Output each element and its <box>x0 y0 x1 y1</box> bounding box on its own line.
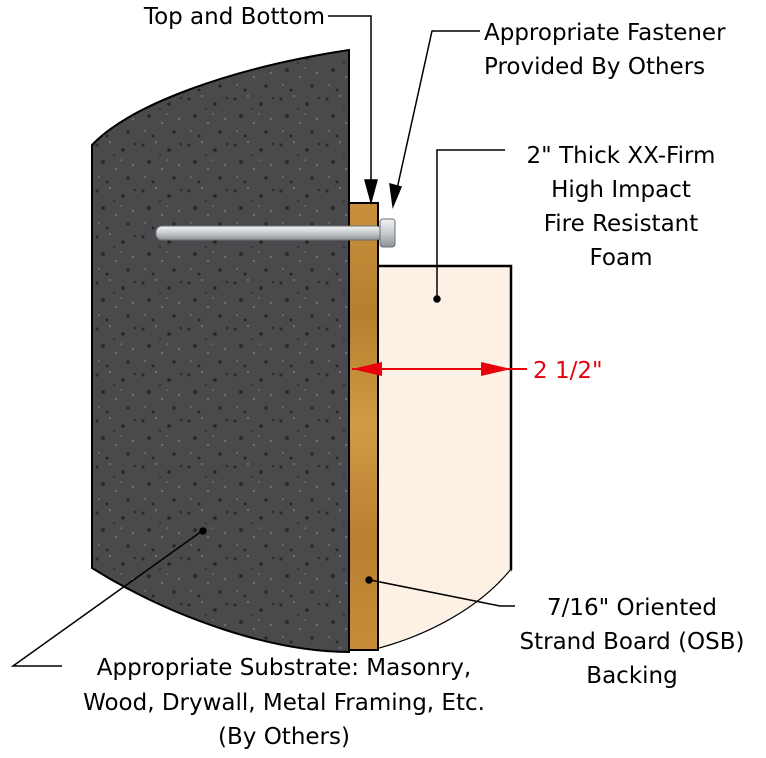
foam-bottom-fill <box>378 570 511 650</box>
label-osb-line3: Backing <box>586 663 677 689</box>
leader-top-bottom-arrow <box>364 179 378 205</box>
label-substrate-line3: (By Others) <box>218 724 350 750</box>
leader-substrate <box>10 530 203 667</box>
leader-foam <box>436 149 505 297</box>
dimension-arrow-left <box>352 362 382 376</box>
leader-top-bottom <box>328 15 372 198</box>
label-substrate-line2: Wood, Drywall, Metal Framing, Etc. <box>83 690 485 716</box>
fastener-head <box>379 218 396 248</box>
dimension-arrow-right <box>481 362 511 376</box>
leader-fastener-arrow <box>389 182 403 209</box>
label-foam-line1: 2" Thick XX-Firm <box>527 143 716 169</box>
leader-fastener <box>394 30 480 199</box>
label-foam-line4: Foam <box>590 245 653 271</box>
label-osb-line1: 7/16" Oriented <box>547 595 717 621</box>
leader-foam-dot <box>433 295 441 303</box>
label-osb-line2: Strand Board (OSB) <box>520 629 745 655</box>
label-foam-line2: High Impact <box>551 177 691 203</box>
label-dimension: 2 1/2" <box>533 358 603 384</box>
label-substrate-line1: Appropriate Substrate: Masonry, <box>97 655 471 681</box>
osb-backing <box>348 202 379 651</box>
foam-outline <box>377 264 513 651</box>
label-top-bottom: Top and Bottom <box>143 4 325 30</box>
leader-substrate-dot <box>199 527 207 535</box>
fastener-shank <box>155 225 383 241</box>
dimension-2-1-2 <box>352 362 527 376</box>
substrate-block <box>91 48 350 654</box>
leader-osb-dot <box>365 576 373 584</box>
leader-osb <box>369 579 515 607</box>
label-fastener-line2: Provided By Others <box>484 54 705 80</box>
label-fastener-line1: Appropriate Fastener <box>484 20 726 46</box>
label-foam-line3: Fire Resistant <box>544 211 699 237</box>
